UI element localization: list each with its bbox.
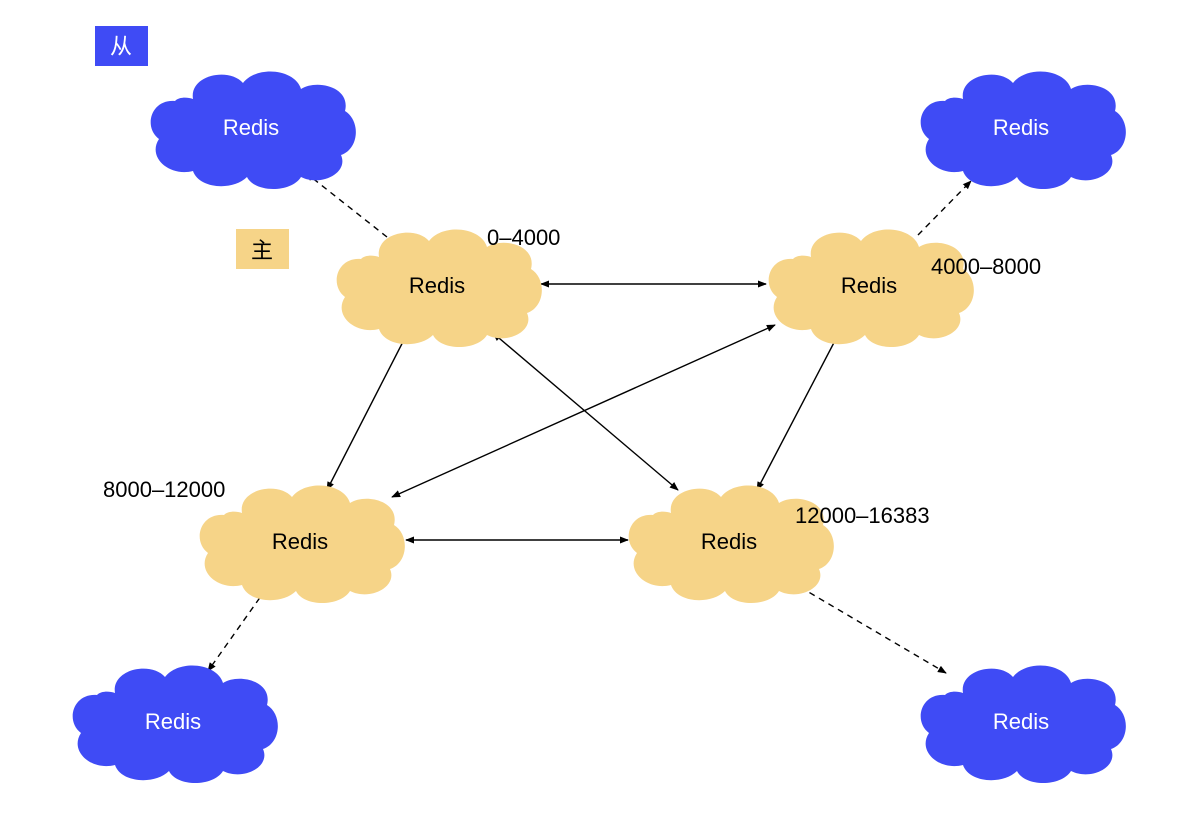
master-label-m1: Redis <box>409 273 465 298</box>
link-m1-m4 <box>492 332 679 491</box>
master-node-m1: Redis <box>336 229 542 347</box>
master-node-m4: Redis <box>628 485 834 603</box>
link-m2-s2 <box>917 180 972 236</box>
legend-master: 主 <box>236 229 289 269</box>
legend-slave-swatch <box>95 26 148 66</box>
slave-label-s1: Redis <box>223 115 279 140</box>
legend-slave-label: 从 <box>110 35 132 60</box>
legend-slave: 从 <box>95 26 148 66</box>
slave-label-s2: Redis <box>993 115 1049 140</box>
slave-node-s2: Redis <box>920 71 1126 189</box>
link-m1-s1 <box>305 172 388 238</box>
master-label-m4: Redis <box>701 529 757 554</box>
slave-label-s3: Redis <box>145 709 201 734</box>
link-m2-m3 <box>391 324 776 498</box>
legend-master-label: 主 <box>251 239 273 264</box>
slot-range-m3: 8000–12000 <box>103 477 225 502</box>
link-m2-m4 <box>756 332 840 491</box>
master-node-m2: Redis <box>768 229 974 347</box>
slot-range-m2: 4000–8000 <box>931 254 1041 279</box>
master-label-m3: Redis <box>272 529 328 554</box>
slave-node-s4: Redis <box>920 665 1126 783</box>
slot-range-m1: 0–4000 <box>487 225 560 250</box>
link-m3-s3 <box>207 588 267 672</box>
slot-range-m4: 12000–16383 <box>795 503 930 528</box>
links-layer <box>207 172 972 674</box>
legend-master-swatch <box>236 229 289 269</box>
slave-node-s1: Redis <box>150 71 356 189</box>
link-m4-s4 <box>799 586 947 674</box>
master-label-m2: Redis <box>841 273 897 298</box>
master-node-m3: Redis <box>199 485 405 603</box>
link-m1-m3 <box>326 329 410 491</box>
slave-label-s4: Redis <box>993 709 1049 734</box>
slave-node-s3: Redis <box>72 665 278 783</box>
